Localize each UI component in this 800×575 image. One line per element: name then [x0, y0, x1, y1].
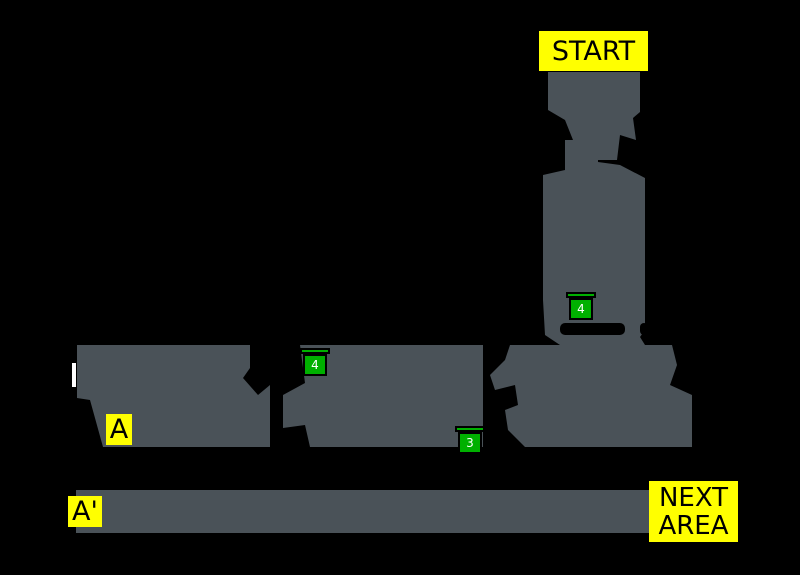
- chest-lid: [300, 348, 330, 354]
- treasure-chest-icon[interactable]: 4: [566, 292, 596, 322]
- wall-notches: [560, 323, 648, 335]
- next-area-label-line2: AREA: [658, 510, 729, 541]
- floor-main-chamber-center: [283, 345, 483, 447]
- treasure-chest-icon[interactable]: 3: [455, 426, 485, 456]
- chest-body: 4: [569, 298, 593, 320]
- chest-lid: [455, 426, 485, 432]
- exit-a-label: A: [106, 414, 132, 445]
- wall-notch: [640, 323, 648, 335]
- map-edge-marker: [72, 363, 76, 387]
- chest-number: 3: [466, 436, 474, 450]
- next-area-label: NEXT AREA: [649, 481, 738, 542]
- start-label: START: [539, 31, 648, 71]
- start-label-text: START: [551, 35, 636, 67]
- chest-body: 3: [458, 432, 482, 454]
- chest-number: 4: [577, 302, 585, 316]
- treasure-chest-icon[interactable]: 4: [300, 348, 330, 378]
- floor-south-corridor: [76, 490, 652, 533]
- floor-north-shaft: [548, 72, 640, 160]
- wall-notch: [560, 323, 625, 335]
- exit-a-prime-label-text: A': [72, 496, 98, 527]
- exit-a-prime-label: A': [68, 496, 102, 527]
- chest-body: 4: [303, 354, 327, 376]
- chest-lid: [566, 292, 596, 298]
- exit-a-label-text: A: [109, 414, 129, 445]
- floor-areas: [76, 72, 692, 533]
- next-area-label-line1: NEXT: [658, 482, 729, 513]
- floor-main-chamber-right: [490, 345, 692, 447]
- chest-number: 4: [311, 358, 319, 372]
